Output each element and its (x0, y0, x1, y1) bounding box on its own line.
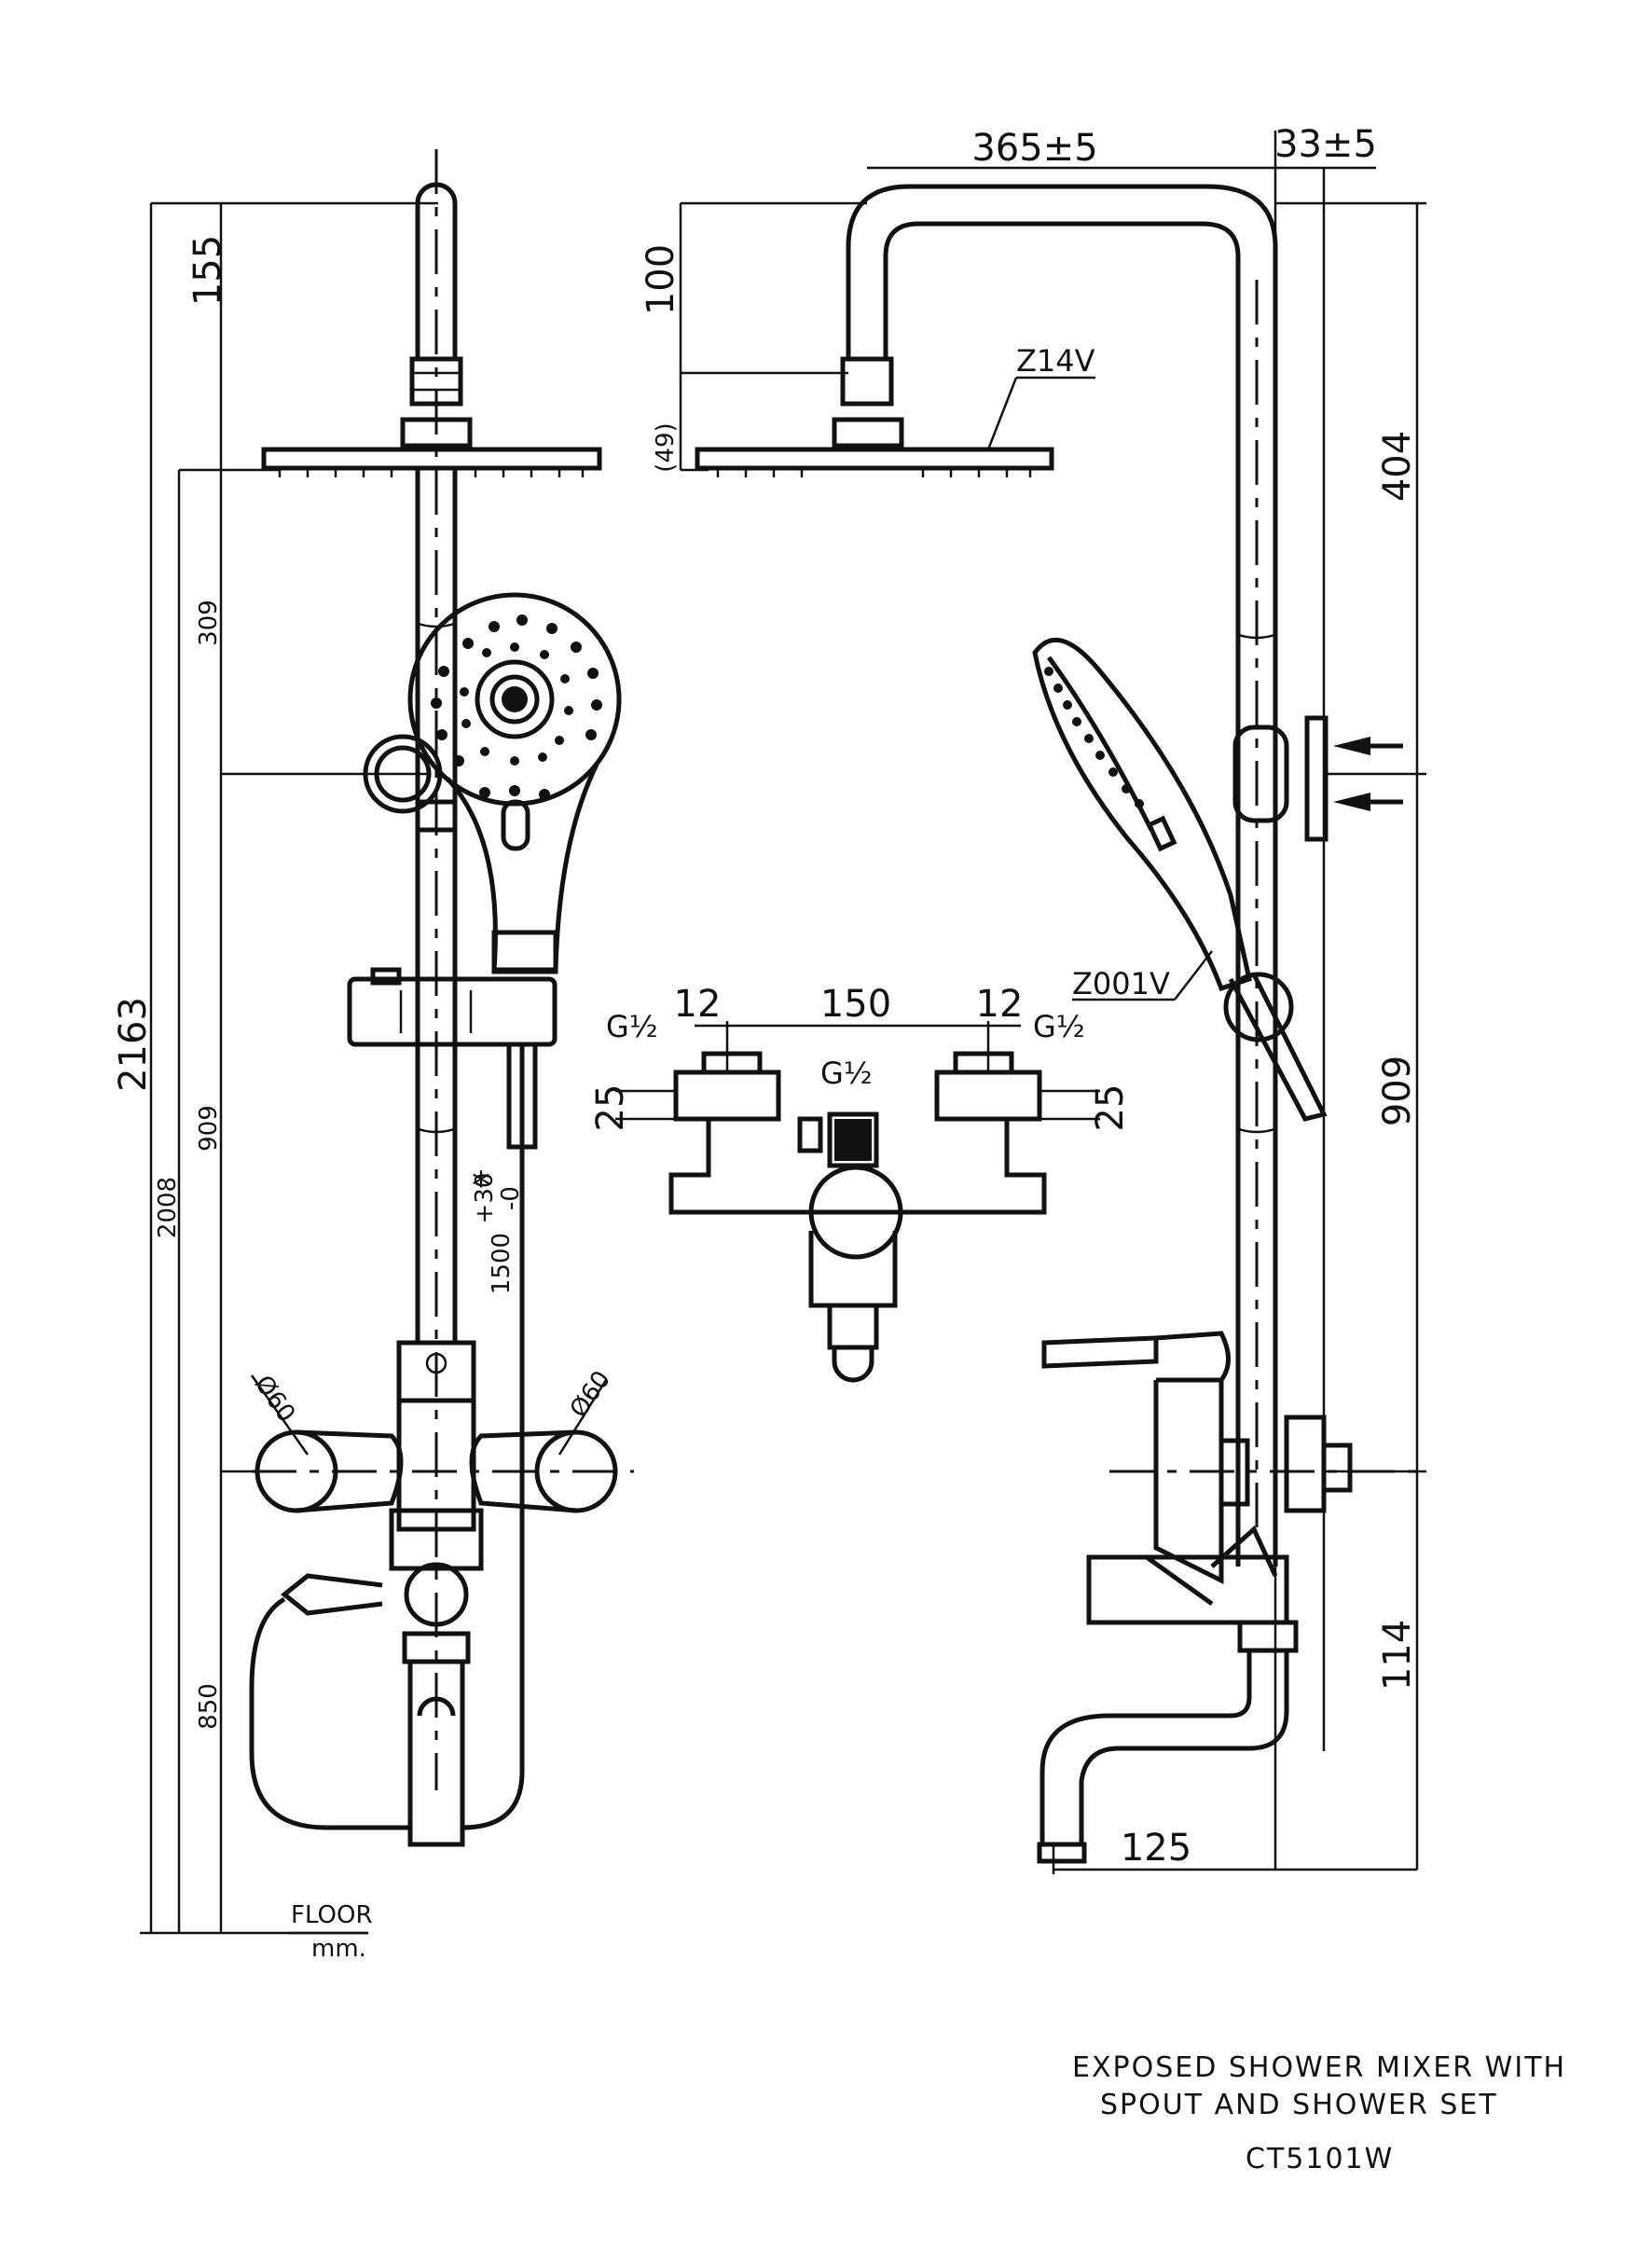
mixer-side (1037, 1331, 1426, 1864)
front-view: 155 309 2163 2008 909 850 1500 +30 -0 * … (112, 149, 634, 1963)
dim-handshower-tol-minus: -0 (497, 1186, 525, 1210)
thread-left-label: G½ (606, 1009, 658, 1044)
shower-head-nozzles (278, 468, 585, 477)
slide-bar-holder (347, 967, 558, 1047)
dim-top-to-arm: 155 (186, 235, 229, 306)
mixer-detail: 150 12 12 G½ G½ G½ 25 25 (589, 983, 1132, 1383)
model-number: CT5101W (1246, 2143, 1395, 2175)
dim-head-thickness: (49) (652, 422, 680, 472)
dim-flange-right: 25 (1089, 1084, 1132, 1132)
dim-head-to-bracket: 309 (195, 600, 223, 646)
dim-wall-offset: 33±5 (1274, 123, 1377, 166)
dim-eccentric-right: 12 (976, 983, 1024, 1026)
dim-handshower-tol-plus: +30 (471, 1173, 499, 1224)
dim-arm-reach: 365±5 (971, 127, 1097, 170)
dim-dia-right: Ø60 (565, 1366, 616, 1423)
dim-handshower-height: 1500 (488, 1233, 516, 1294)
dim-side-lower: 114 (1376, 1620, 1419, 1691)
dim-spout-reach: 125 (1121, 1827, 1191, 1870)
title-line-1: EXPOSED SHOWER MIXER WITH (1072, 2051, 1567, 2084)
dim-side-upper: 404 (1376, 431, 1419, 502)
side-view: 365±5 33±5 100 (49) 404 909 114 125 Z14V… (640, 123, 1426, 1874)
side-head-nozzles (716, 468, 1032, 477)
dim-side-middle: 909 (1376, 1056, 1419, 1126)
thread-outlet-label: G½ (820, 1056, 873, 1091)
dim-bracket-to-mixer: 909 (195, 1105, 223, 1152)
handshower-code-label: Z001V (1072, 966, 1170, 1001)
spray-face-dots (1044, 667, 1144, 808)
floor-label: FLOOR (291, 1901, 373, 1929)
head-code-label: Z14V (1016, 343, 1095, 379)
hand-shower-side (1032, 637, 1328, 1122)
dim-flange-left: 25 (589, 1084, 632, 1132)
dim-inlet-centres: 150 (820, 983, 891, 1026)
hand-shower-front (407, 592, 622, 974)
dim-overall-height: 2163 (112, 997, 155, 1092)
dim-arm-drop: 100 (640, 244, 682, 315)
dim-floor-to-mixer: 850 (195, 1683, 223, 1730)
dim-eccentric-left: 12 (674, 983, 722, 1026)
dim-asterisk: * (472, 1165, 490, 1208)
dim-floor-to-head: 2008 (154, 1177, 182, 1238)
thread-right-label: G½ (1033, 1009, 1085, 1044)
title-line-2: SPOUT AND SHOWER SET (1100, 2089, 1498, 2121)
unit-label: mm. (311, 1935, 366, 1963)
dim-dia-left: Ø60 (249, 1371, 300, 1428)
spray-holes (431, 614, 602, 800)
